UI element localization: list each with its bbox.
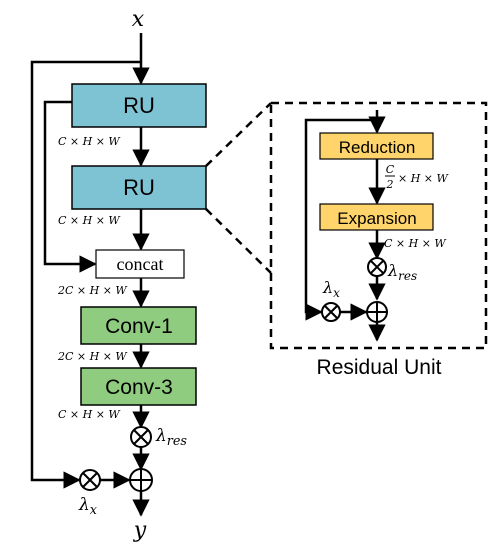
ru-add-icon (366, 301, 388, 323)
reduction-label: Reduction (339, 138, 416, 157)
ru-lambda-res: λres (387, 261, 417, 283)
lambda-x-main: λx (78, 495, 97, 518)
ru-multiply-res-icon (367, 257, 387, 277)
dim-after-concat: 2C × H × W (57, 284, 128, 297)
residual-unit-title: Residual Unit (317, 356, 442, 379)
multiply-res-icon (130, 426, 152, 448)
ru-multiply-x-icon (321, 302, 341, 322)
dim-reduction-denominator: 2 (386, 178, 394, 191)
dim-reduction-numerator: C (386, 163, 395, 176)
residual-unit-frame (269, 101, 488, 350)
ru-lambda-x: λx (322, 278, 340, 300)
lambda-res-main: λres (155, 426, 187, 449)
dim-reduction: C 2 × H × W (385, 163, 450, 191)
multiply-x-icon (79, 469, 101, 491)
dim-after-conv3: C × H × W (58, 408, 121, 421)
dim-after-ru2: C × H × W (58, 214, 121, 227)
expansion-block (319, 203, 434, 231)
dim-after-expansion: C × H × W (384, 237, 447, 250)
conv1-label: Conv-1 (105, 315, 173, 338)
add-icon (129, 468, 153, 492)
ru-bottom-label: RU (123, 175, 155, 200)
output-y-label: y (133, 518, 147, 543)
ru-block-top (71, 83, 207, 128)
dim-reduction-rest: × H × W (398, 172, 450, 185)
dim-after-conv1: 2C × H × W (57, 350, 128, 363)
zoom-connector-top (205, 102, 272, 167)
dim-after-ru1: C × H × W (58, 135, 121, 148)
reduction-block (319, 132, 434, 160)
concat-block (95, 249, 185, 279)
ru-top-label: RU (123, 93, 155, 118)
conv3-label: Conv-3 (105, 376, 173, 399)
ru-block-bottom (71, 165, 207, 210)
global-skip-line (30, 60, 141, 489)
input-x-label: x (132, 7, 145, 32)
ru-skip-line (43, 100, 97, 273)
zoom-connector-bottom (205, 208, 272, 274)
concat-label: concat (117, 254, 164, 274)
conv3-block (80, 367, 197, 406)
ru-inner-skip-line (304, 118, 377, 321)
expansion-label: Expansion (337, 209, 416, 228)
conv1-block (80, 306, 197, 345)
